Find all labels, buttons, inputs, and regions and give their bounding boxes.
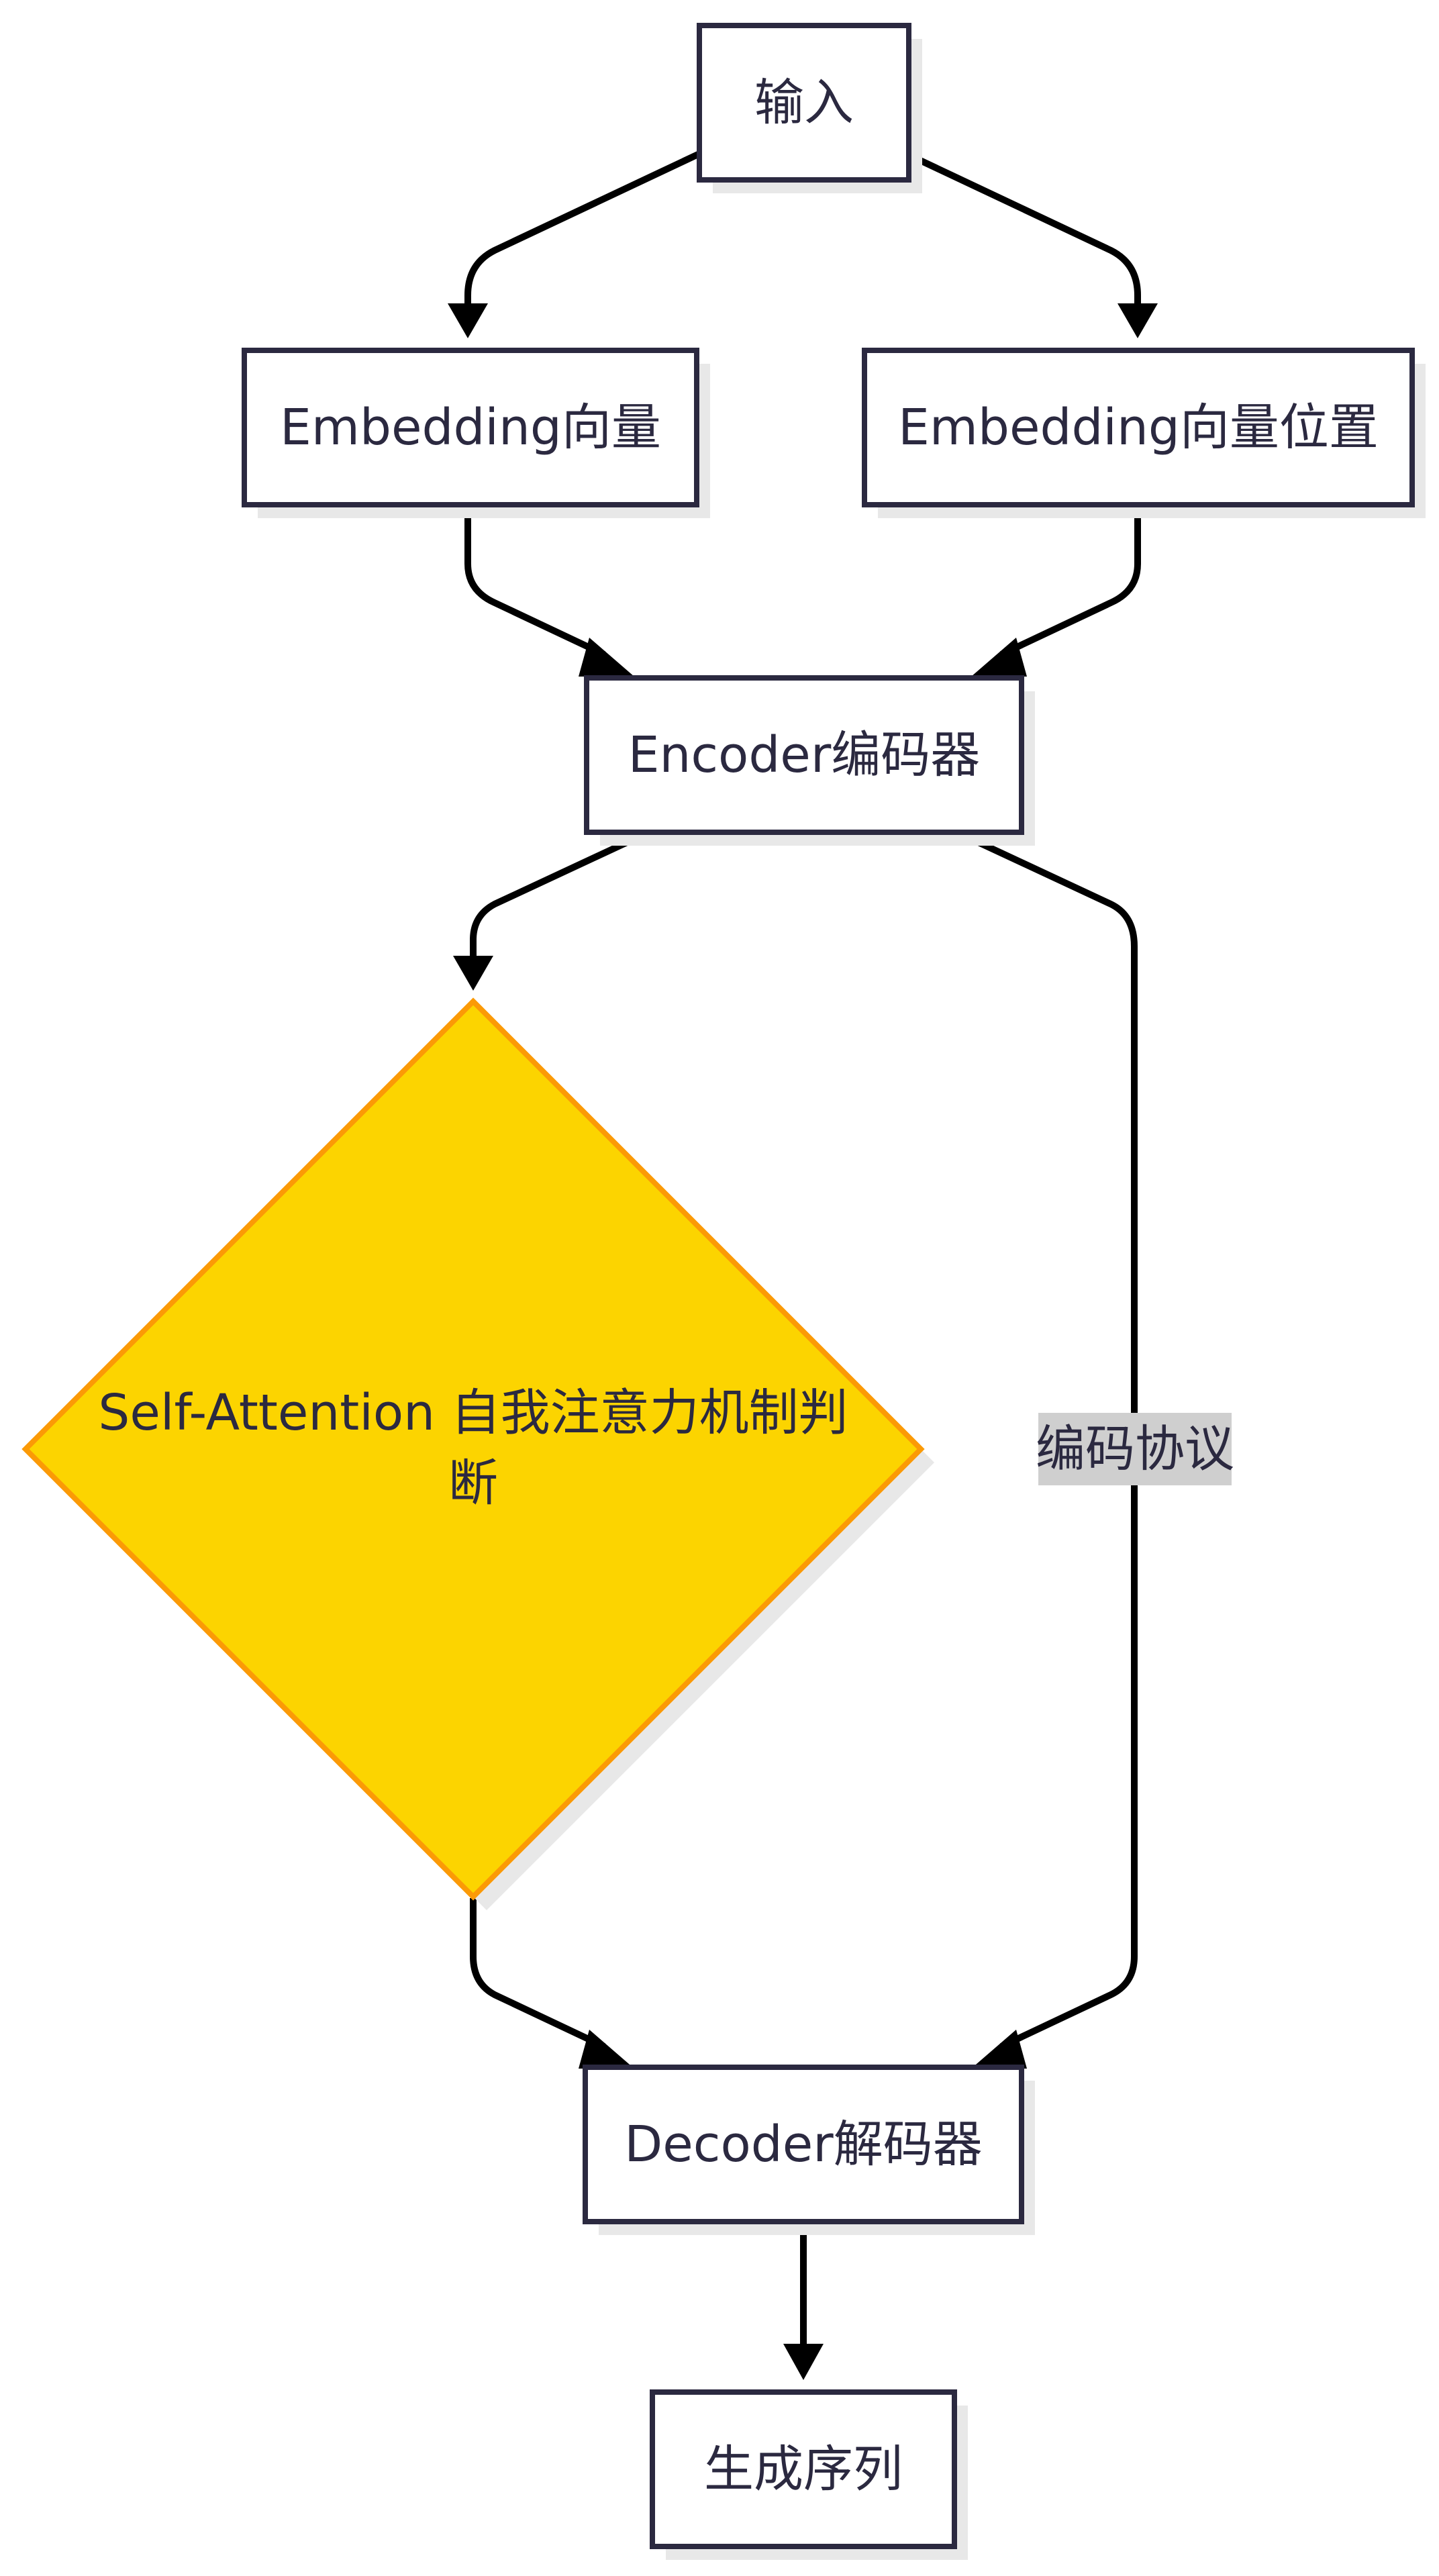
arrowhead-encoder-right	[971, 638, 1027, 677]
arrowhead-embedding-position	[1118, 303, 1158, 338]
arrowhead-encoder-left	[579, 638, 634, 677]
edge-label-background	[1038, 1413, 1232, 1485]
node-box	[697, 23, 911, 183]
node-label: 输入	[754, 74, 854, 132]
node-self-attention-decision[interactable]: Self-Attention 自我注意力机制判 断	[21, 997, 934, 1910]
node-label: Encoder编码器	[628, 726, 981, 784]
arrowhead-embedding	[448, 303, 488, 338]
arrowhead-self-attention	[453, 956, 493, 991]
edge-embedding-position-to-encoder	[999, 506, 1141, 658]
node-label: 生成序列	[704, 2440, 903, 2498]
edge-encoder-to-self-attention	[470, 831, 646, 960]
edge-self-attention-to-decoder	[470, 1898, 606, 2050]
node-label: Embedding向量位置	[898, 399, 1379, 456]
decision-label-line1: Self-Attention 自我注意力机制判	[98, 1384, 848, 1442]
node-box	[242, 348, 699, 507]
arrowhead-output	[783, 2344, 824, 2380]
edge-label-text: 编码协议	[1036, 1420, 1234, 1478]
edge-input-to-embedding-position	[905, 151, 1141, 309]
arrowhead-decoder-right	[971, 2030, 1027, 2069]
edge-label-encoding-protocol: 编码协议	[1036, 1413, 1234, 1485]
node-label: Embedding向量	[280, 399, 661, 456]
node-box	[584, 675, 1024, 835]
edge-input-to-embedding	[464, 151, 700, 309]
node-encoder[interactable]: Encoder编码器	[584, 675, 1035, 846]
node-label: Decoder解码器	[624, 2116, 982, 2173]
node-input[interactable]: 输入	[697, 23, 922, 193]
decision-diamond	[21, 997, 925, 1901]
arrowhead-decoder-left	[579, 2030, 634, 2069]
node-box	[862, 348, 1415, 507]
node-decoder[interactable]: Decoder解码器	[583, 2065, 1035, 2235]
node-embedding-position[interactable]: Embedding向量位置	[862, 348, 1426, 518]
decision-label-line2: 断	[448, 1454, 498, 1512]
node-embedding[interactable]: Embedding向量	[242, 348, 710, 518]
node-box	[650, 2389, 957, 2549]
node-box	[583, 2065, 1024, 2224]
edge-embedding-to-encoder	[464, 506, 606, 658]
node-output[interactable]: 生成序列	[650, 2389, 968, 2560]
